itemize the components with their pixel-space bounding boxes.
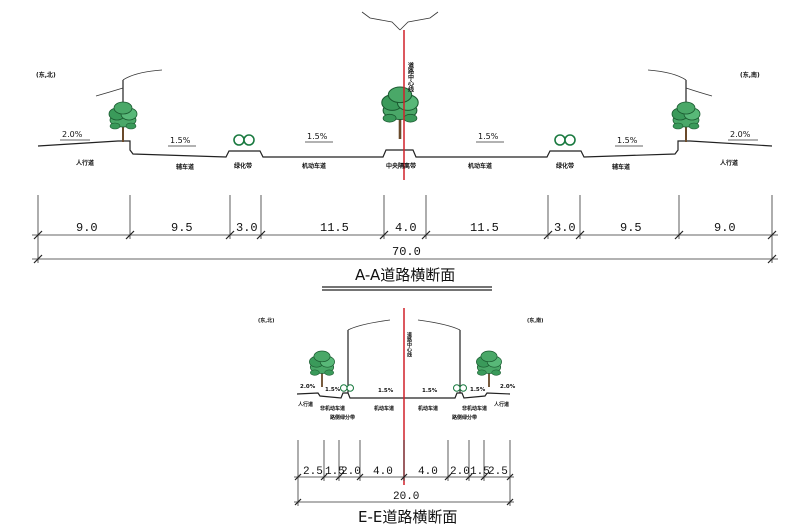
ee-zone-r1: 机动车道 xyxy=(417,405,438,412)
ee-dim-5: 4.0 xyxy=(418,466,438,478)
ee-lamp-left xyxy=(347,319,391,393)
aa-slope-6: 2.0% xyxy=(730,130,751,139)
aa-dim-6: 11.5 xyxy=(470,221,499,235)
ee-zone-l1: 人行道 xyxy=(297,401,313,408)
aa-slopes: 2.0% 1.5% 1.5% 1.5% 1.5% 2.0% xyxy=(60,130,758,147)
aa-dim-4: 11.5 xyxy=(320,221,349,235)
ee-shrub-left xyxy=(339,384,355,392)
aa-road-profile xyxy=(37,140,773,158)
ee-dim-total: 20.0 xyxy=(393,491,419,503)
ee-slopes: 2.0% 1.5% 1.5% 1.5% 1.5% 2.0% xyxy=(300,384,516,394)
ee-corner-left: (东,北) xyxy=(258,317,274,324)
aa-shrub-right xyxy=(554,134,576,146)
aa-dimensions: 9.0 9.5 3.0 11.5 4.0 11.5 3.0 9.5 9.0 70… xyxy=(32,195,778,264)
aa-zone-3: 绿化带 xyxy=(234,162,252,170)
aa-slope-2: 1.5% xyxy=(170,136,191,145)
aa-zone-6: 机动车道 xyxy=(468,162,492,170)
aa-dim-2: 9.5 xyxy=(171,221,193,235)
ee-slope-5: 1.5% xyxy=(470,387,486,393)
ee-dim-7: 1.5 xyxy=(470,466,490,478)
aa-dim-7: 3.0 xyxy=(554,221,576,235)
aa-shrub-left xyxy=(233,134,255,146)
aa-center-lamp xyxy=(361,11,439,31)
aa-zone-labels: 人行道 辅车道 绿化带 机动车道 中央隔离带 机动车道 绿化带 辅车道 人行道 xyxy=(76,159,738,171)
ee-dim-1: 2.5 xyxy=(303,466,323,478)
ee-centerline-label: 道路中心线 xyxy=(406,331,413,358)
aa-slope-3: 1.5% xyxy=(307,132,328,141)
ee-slope-4: 1.5% xyxy=(422,388,438,394)
ee-zone-r3: 路侧绿分带 xyxy=(452,414,477,421)
aa-zone-2: 辅车道 xyxy=(176,163,194,171)
ee-zone-r4: 人行道 xyxy=(493,401,509,408)
ee-road-profile xyxy=(296,392,511,399)
ee-zone-l4: 机动车道 xyxy=(373,405,394,412)
aa-slope-4: 1.5% xyxy=(478,132,499,141)
aa-zone-5: 中央隔离带 xyxy=(386,162,416,170)
aa-dim-8: 9.5 xyxy=(620,221,642,235)
ee-corner-right: (东,南) xyxy=(527,317,543,324)
aa-zone-1: 人行道 xyxy=(76,159,94,167)
ee-tree-right xyxy=(475,350,503,388)
aa-dim-9: 9.0 xyxy=(714,221,736,235)
ee-tree-left xyxy=(308,350,336,388)
aa-zone-7: 绿化带 xyxy=(556,162,574,170)
aa-section: 2.0% 1.5% 1.5% 1.5% 1.5% 2.0% (东,北) (东,南… xyxy=(32,11,778,291)
aa-dim-1: 9.0 xyxy=(76,221,98,235)
ee-dimensions: 2.5 1.5 2.0 4.0 4.0 2.0 1.5 2.5 20.0 xyxy=(294,440,514,506)
ee-slope-2: 1.5% xyxy=(325,387,341,393)
aa-dim-3: 3.0 xyxy=(236,221,258,235)
aa-zone-4: 机动车道 xyxy=(302,162,326,170)
ee-title: E-E道路横断面 xyxy=(358,508,457,526)
ee-zone-labels: 人行道 非机动车道 路侧绿分带 机动车道 机动车道 非机动车道 路侧绿分带 人行… xyxy=(297,401,509,421)
ee-dim-8: 2.5 xyxy=(488,466,508,478)
aa-tree-right xyxy=(671,101,701,143)
aa-tree-center xyxy=(380,85,420,141)
ee-slope-6: 2.0% xyxy=(500,384,516,390)
ee-dim-2: 1.5 xyxy=(325,466,345,478)
ee-dim-6: 2.0 xyxy=(450,466,470,478)
aa-zone-8: 辅车道 xyxy=(612,163,630,171)
ee-slope-1: 2.0% xyxy=(300,384,316,390)
aa-centerline-label: 道路中心线 xyxy=(407,61,414,93)
aa-dim-total: 70.0 xyxy=(392,245,421,259)
ee-dim-3: 2.0 xyxy=(341,466,361,478)
aa-corner-right: (东,南) xyxy=(740,71,760,79)
aa-zone-9: 人行道 xyxy=(720,159,738,167)
ee-zone-r2: 非机动车道 xyxy=(462,405,487,412)
aa-tree-left xyxy=(108,101,138,143)
aa-dim-5: 4.0 xyxy=(395,221,417,235)
ee-dim-4: 4.0 xyxy=(373,466,393,478)
aa-corner-left: (东,北) xyxy=(36,71,56,79)
aa-slope-1: 2.0% xyxy=(62,130,83,139)
ee-section: (东,北) (东,南) 道路中心线 2.0% 1.5% 1.5% 1.5% 1.… xyxy=(258,308,543,526)
ee-zone-l2: 非机动车道 xyxy=(320,405,345,412)
ee-slope-3: 1.5% xyxy=(378,388,394,394)
aa-slope-5: 1.5% xyxy=(617,136,638,145)
ee-zone-l3: 路侧绿分带 xyxy=(330,414,355,421)
ee-lamp-right xyxy=(417,319,461,393)
aa-title: A-A道路横断面 xyxy=(355,266,455,284)
